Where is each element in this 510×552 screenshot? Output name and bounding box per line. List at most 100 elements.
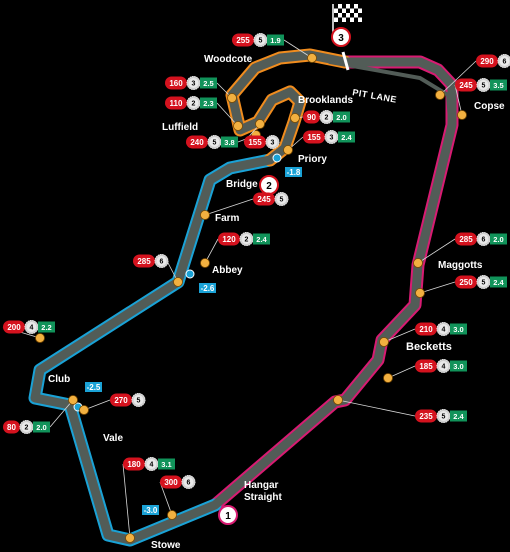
- speed-badge: [455, 232, 477, 246]
- brake-marker: [415, 288, 425, 298]
- gforce-value: 2.0: [336, 113, 346, 122]
- speed-value: 155: [307, 133, 321, 142]
- speed-badge: [133, 254, 155, 268]
- sector-marker-3: 3: [331, 27, 351, 47]
- gear-value: 6: [160, 259, 164, 266]
- leader-line: [159, 481, 173, 516]
- speed-badge: [476, 54, 498, 68]
- speed-value: 210: [419, 325, 433, 334]
- gear-value: 6: [503, 59, 507, 66]
- gear-value: 5: [482, 83, 486, 90]
- speed-badge: [244, 135, 266, 149]
- leader-line: [204, 198, 254, 216]
- speed-badge: [123, 457, 145, 471]
- speed-value: 90: [307, 113, 316, 122]
- straight-word: Straight: [244, 492, 282, 503]
- corner-label-luffield: Luffield: [162, 122, 198, 133]
- leader-line: [122, 463, 131, 539]
- brake-marker: [333, 395, 343, 405]
- gforce-value: 2.4: [493, 278, 504, 287]
- speed-badge: [110, 393, 132, 407]
- gforce-value: 2.0: [36, 423, 46, 432]
- speed-value: 180: [127, 460, 141, 469]
- gforce-badge: [200, 97, 217, 109]
- speed-value: 255: [236, 36, 250, 45]
- gforce-value: 2.3: [203, 99, 213, 108]
- speed-value: 80: [7, 423, 16, 432]
- gforce-value: 2.5: [203, 79, 213, 88]
- gforce-value: 3.0: [453, 362, 463, 371]
- leader-line: [216, 102, 239, 127]
- corner-label-bridge: Bridge: [226, 179, 258, 190]
- gforce-badge: [490, 79, 507, 91]
- speed-value: 285: [137, 257, 151, 266]
- gforce-value: 2.4: [453, 412, 464, 421]
- speed-value: 235: [419, 412, 433, 421]
- brake-marker: [435, 90, 445, 100]
- corner-labels: Woodcote Brooklands Luffield Priory Brid…: [48, 54, 505, 551]
- delta-badge: -3.0: [142, 505, 159, 515]
- speed-badge: [303, 110, 320, 124]
- svg-text:-2.6: -2.6: [201, 284, 215, 293]
- speed-badge: [3, 420, 20, 434]
- brake-marker: [233, 121, 243, 131]
- speed-value: 240: [190, 138, 204, 147]
- speed-value: 160: [169, 79, 183, 88]
- gear-value: 5: [137, 398, 141, 405]
- gforce-badge: [38, 321, 55, 333]
- sector-marker-1: 1: [218, 505, 238, 525]
- track-layout: [28, 48, 459, 547]
- corner-label-farm: Farm: [215, 213, 240, 224]
- delta-badge: -2.6: [185, 269, 216, 293]
- gear-value: 6: [187, 480, 191, 487]
- gear-value: 4: [30, 325, 34, 332]
- brake-marker: [383, 373, 393, 383]
- speed-badge: [415, 359, 437, 373]
- gforce-badge: [267, 34, 284, 46]
- speed-value: 245: [459, 81, 473, 90]
- leader-line: [417, 238, 456, 264]
- pit-lane-label: PIT LANE: [352, 87, 398, 105]
- gforce-value: 2.0: [493, 235, 503, 244]
- brake-marker: [200, 258, 210, 268]
- brake-marker: [125, 533, 135, 543]
- speed-badge: [165, 76, 187, 90]
- brake-marker: [35, 333, 45, 343]
- leader-line: [49, 399, 74, 428]
- gforce-badge: [490, 233, 507, 245]
- speed-callout: 110 2 2.3: [165, 96, 243, 131]
- speed-callout: 245 5 3.5: [454, 78, 507, 120]
- speed-badge: [455, 275, 477, 289]
- speed-badge: [415, 409, 437, 423]
- speed-badge: [160, 475, 182, 489]
- gforce-badge: [490, 276, 507, 288]
- speed-value: 200: [7, 323, 21, 332]
- gforce-value: 3.5: [493, 81, 503, 90]
- gforce-badge: [450, 410, 467, 422]
- corner-label-stowe: Stowe: [151, 540, 181, 551]
- track-surface: [30, 50, 457, 545]
- gear-value: 4: [150, 462, 154, 469]
- gforce-value: 3.8: [224, 138, 234, 147]
- speed-value: 110: [170, 99, 183, 108]
- corner-label-abbey: Abbey: [212, 265, 243, 276]
- brake-marker: [290, 113, 300, 123]
- gear-value: 2: [325, 115, 329, 122]
- corner-label-copse: Copse: [474, 101, 505, 112]
- gforce-badge: [200, 77, 217, 89]
- speed-value: 155: [248, 138, 262, 147]
- svg-text:-2.5: -2.5: [87, 383, 101, 392]
- corner-label-vale: Vale: [103, 433, 123, 444]
- delta-badge: -2.5: [73, 382, 102, 412]
- gear-value: 3: [330, 135, 334, 142]
- speed-value: 185: [419, 362, 433, 371]
- gear-value: 2: [192, 101, 196, 108]
- corner-label-hangar: Hangar Straight: [244, 480, 282, 503]
- leader-line: [439, 60, 477, 96]
